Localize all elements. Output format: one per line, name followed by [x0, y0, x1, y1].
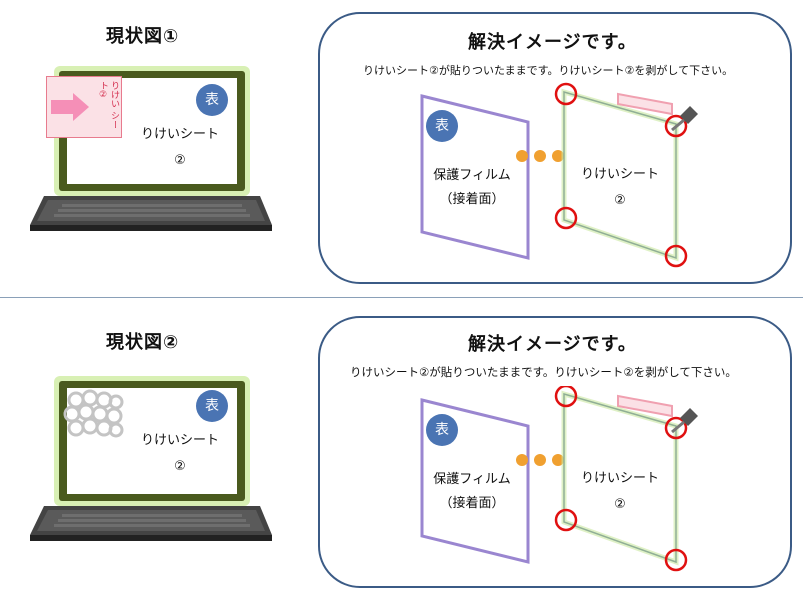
status-title-1: 現状図①	[106, 26, 180, 47]
arrow-dot	[552, 150, 564, 162]
peel-tool-icon	[671, 408, 698, 434]
highlight-circle-top-left	[554, 82, 578, 106]
sheet-label-line1: りけいシート	[580, 167, 659, 182]
highlight-circle-bottom-left	[554, 508, 578, 532]
highlight-circle-bottom-right	[664, 548, 688, 572]
adhesive-residue-pattern	[63, 389, 124, 438]
arrow-dot	[516, 454, 528, 466]
section-1: 現状図① りけい シート② 表 りけいシート ② 解決イメージです。 りけいシー…	[0, 0, 803, 297]
highlight-circle-bottom-right	[664, 244, 688, 268]
highlight-circle-top-right	[664, 416, 688, 440]
arrow-dot	[516, 150, 528, 162]
panel-title-1: 解決イメージです。	[468, 32, 637, 53]
sheet-label-2: りけいシート ②	[572, 466, 668, 518]
laptop-base-edge	[30, 535, 272, 541]
arrow-dot	[534, 454, 546, 466]
film-label-line1: 保護フィルム	[433, 472, 511, 487]
screen-label-line1: りけいシート	[140, 433, 219, 448]
laptop-base-edge	[30, 225, 272, 231]
sheet-label-line2: ②	[614, 193, 626, 208]
highlight-circle-top-right	[664, 114, 688, 138]
pink-arrow-icon	[51, 93, 89, 121]
sheet-label-1: りけいシート ②	[572, 162, 668, 214]
panel-subtitle-1: りけいシート②が貼りついたままです。りけいシート②を剥がして下さい。	[363, 64, 734, 77]
film-label-2: 保護フィルム （接着面）	[424, 468, 520, 516]
solution-panel-2	[318, 316, 792, 588]
panel-title-2: 解決イメージです。	[468, 334, 637, 355]
sheet-label-line2: ②	[614, 497, 626, 512]
film-sheet-diagram-1	[420, 82, 698, 268]
film-badge-1: 表	[426, 110, 458, 142]
status-title-2: 現状図②	[106, 332, 180, 353]
film-label-1: 保護フィルム （接着面）	[424, 164, 520, 212]
screen-label-line1: りけいシート	[140, 127, 219, 142]
section-divider	[0, 297, 803, 298]
film-label-line1: 保護フィルム	[433, 168, 511, 183]
solution-panel-1	[318, 12, 792, 284]
screen-label-1: りけいシート ②	[130, 122, 230, 174]
sticker-rikei-sheet-2: りけい シート②	[46, 76, 122, 138]
arrow-dot	[552, 454, 564, 466]
screen-label-2: りけいシート ②	[130, 428, 230, 480]
peeling-corner	[617, 394, 673, 418]
section-2: 現状図② 表 りけいシート ② 解決イメージです。 りけいシート②が貼りついたま…	[0, 300, 803, 602]
panel-subtitle-2: りけいシート②が貼りついたままです。りけいシート②を剥がして下さい。	[350, 365, 737, 379]
highlight-circle-bottom-left	[554, 206, 578, 230]
screen-label-line2: ②	[174, 153, 186, 168]
sheet-label-line1: りけいシート	[580, 471, 659, 486]
screen-badge-1: 表	[196, 84, 228, 116]
sticker-text: りけい シート②	[98, 81, 119, 129]
highlight-circle-top-left	[554, 386, 578, 408]
film-label-line2: （接着面）	[439, 496, 505, 511]
screen-label-line2: ②	[174, 459, 186, 474]
film-badge-2: 表	[426, 414, 458, 446]
arrow-dot	[534, 150, 546, 162]
film-label-line2: （接着面）	[439, 192, 505, 207]
peel-tool-icon	[671, 106, 698, 132]
peeling-corner	[617, 92, 673, 116]
screen-badge-2: 表	[196, 390, 228, 422]
